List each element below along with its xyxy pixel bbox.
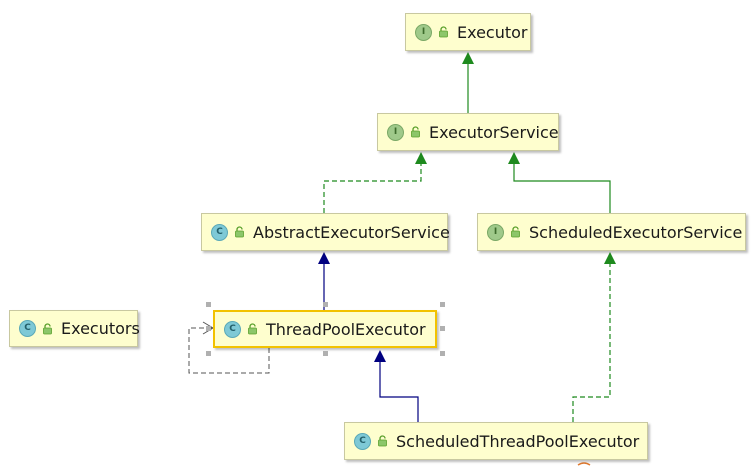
lock-icon: [235, 226, 244, 238]
node-abstractexecutorservice[interactable]: C AbstractExecutorService: [201, 213, 450, 251]
lock-icon: [43, 322, 52, 334]
node-threadpoolexecutor[interactable]: C ThreadPoolExecutor: [213, 310, 437, 348]
node-label: ScheduledExecutorService: [529, 222, 743, 242]
lock-icon: [439, 26, 448, 38]
lock-icon: [411, 126, 420, 138]
partial-edge-artifact: [577, 462, 591, 466]
node-label: ScheduledThreadPoolExecutor: [396, 431, 640, 451]
node-label: ExecutorService: [429, 122, 559, 142]
lock-icon: [511, 226, 520, 238]
interface-icon: I: [387, 123, 404, 141]
resize-handle-bottom-left[interactable]: [206, 351, 211, 356]
lock-icon: [248, 323, 257, 335]
edge-scheduledthreadpoolexecutor-extends-threadpoolexecutor: [374, 350, 419, 422]
class-icon: C: [224, 320, 241, 338]
interface-icon: I: [415, 23, 432, 41]
resize-handle-top-right[interactable]: [440, 302, 445, 307]
resize-handle-middle-left[interactable]: [206, 326, 211, 331]
edge-abstractexecutorservice-implements-executorservice: [323, 152, 427, 213]
node-scheduledexecutorservice[interactable]: I ScheduledExecutorService: [477, 213, 746, 251]
class-icon: C: [354, 432, 371, 450]
lock-icon: [378, 435, 387, 447]
node-executor[interactable]: I Executor: [405, 13, 531, 51]
resize-handle-top-middle[interactable]: [323, 302, 328, 307]
resize-handle-top-left[interactable]: [206, 302, 211, 307]
abstract-class-icon: C: [211, 223, 228, 241]
edge-scheduledexecutorservice-extends-executorservice: [508, 152, 611, 213]
node-label: Executors: [61, 319, 140, 338]
node-label: Executor: [457, 22, 528, 42]
resize-handle-middle-right[interactable]: [440, 326, 445, 331]
node-label: ThreadPoolExecutor: [266, 319, 426, 339]
node-executorservice[interactable]: I ExecutorService: [377, 113, 559, 151]
node-executors[interactable]: C Executors: [9, 310, 140, 347]
node-label: AbstractExecutorService: [253, 222, 450, 242]
resize-handle-bottom-right[interactable]: [440, 351, 445, 356]
edge-scheduledthreadpoolexecutor-implements-scheduledexecutorservice: [572, 252, 616, 422]
edge-executorservice-extends-executor: [462, 52, 474, 114]
class-icon: C: [19, 320, 36, 337]
interface-icon: I: [487, 223, 504, 241]
node-scheduledthreadpoolexecutor[interactable]: C ScheduledThreadPoolExecutor: [344, 422, 648, 460]
resize-handle-bottom-middle[interactable]: [323, 351, 328, 356]
